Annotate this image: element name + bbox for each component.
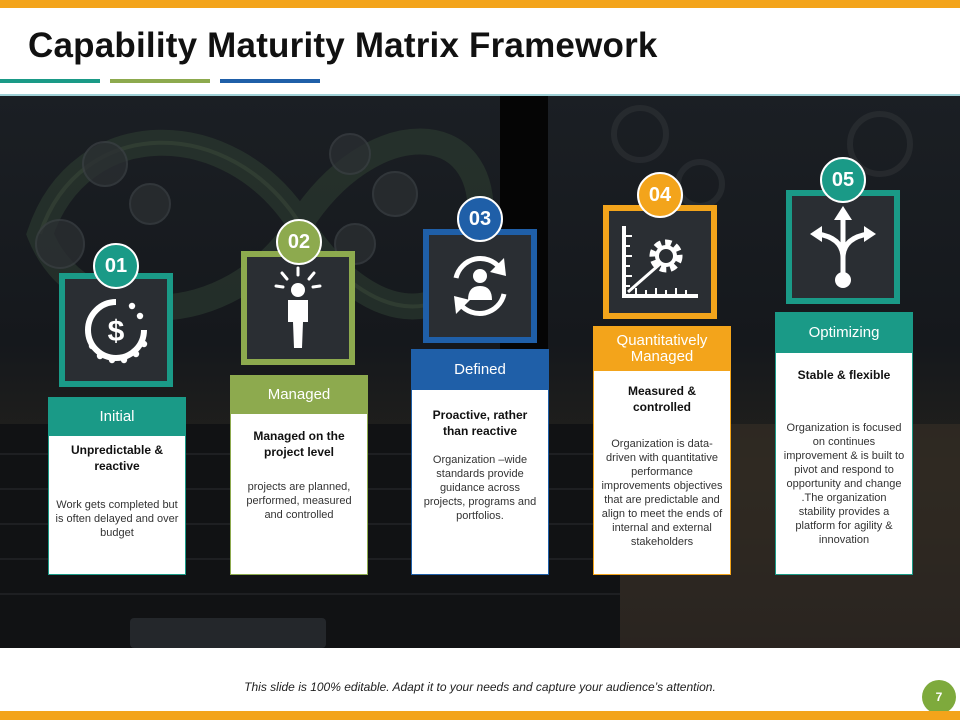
page-number-badge: 7 <box>922 680 956 714</box>
page-title: Capability Maturity Matrix Framework <box>28 26 658 65</box>
stage-1-number-badge: 01 <box>93 243 139 289</box>
bottom-accent-bar <box>0 711 960 720</box>
stage-1-icon-box: $ <box>59 273 173 387</box>
stage-4-subtitle: Measured & controlled <box>627 384 697 414</box>
stage-5-description: Organization is focused on continues imp… <box>783 422 905 546</box>
svg-text:$: $ <box>108 315 125 348</box>
person-idea-icon <box>274 266 322 348</box>
title-underline-green <box>110 79 210 83</box>
stage-5-title: Optimizing <box>776 313 912 353</box>
stage-5-subtitle: Stable & flexible <box>797 368 891 382</box>
person-cycle-icon <box>453 256 507 316</box>
stage-1-title: Initial <box>49 398 185 436</box>
stage-3-subtitle: Proactive, rather than reactive <box>432 408 528 438</box>
stage-2-title: Managed <box>231 376 367 414</box>
stage-1-description: Work gets completed but is often delayed… <box>55 499 179 539</box>
footer-note: This slide is 100% editable. Adapt it to… <box>244 680 716 694</box>
stage-2-number-badge: 02 <box>276 219 322 265</box>
stage-4-card: Quantitatively Managed Measured & contro… <box>593 326 731 575</box>
stage-4-description: Organization is data-driven with quantit… <box>601 438 723 548</box>
stage-5-icon-box <box>786 190 900 304</box>
stage-4-title: Quantitatively Managed <box>594 327 730 371</box>
stage-3-description: Organization –wide standards provide gui… <box>423 454 537 522</box>
stage-2-subtitle: Managed on the project level <box>253 429 345 459</box>
stage-1-card: Initial Unpredictable & reactive Work ge… <box>48 397 186 575</box>
stage-2-card: Managed Managed on the project level pro… <box>230 375 368 575</box>
stage-2-description: projects are planned, performed, measure… <box>246 481 352 521</box>
title-underline-teal <box>0 79 100 83</box>
top-accent-bar <box>0 0 960 8</box>
direction-arrows-icon <box>810 206 876 288</box>
dollar-cycle-icon: $ <box>85 299 148 364</box>
stage-2-icon-box <box>241 251 355 365</box>
stage-5-number-badge: 05 <box>820 157 866 203</box>
stage-3-card: Defined Proactive, rather than reactive … <box>411 349 549 575</box>
stage-5-card: Optimizing Stable & flexible Organizatio… <box>775 312 913 575</box>
stage-1-subtitle: Unpredictable & reactive <box>70 443 163 473</box>
stage-4-icon-box <box>603 205 717 319</box>
stage-3-number-badge: 03 <box>457 196 503 242</box>
hero-top-line <box>0 94 960 96</box>
gear-ruler-icon <box>622 226 698 298</box>
stage-3-icon-box <box>423 229 537 343</box>
title-underline-blue <box>220 79 320 83</box>
stage-4-number-badge: 04 <box>637 172 683 218</box>
stage-3-title: Defined <box>412 350 548 390</box>
